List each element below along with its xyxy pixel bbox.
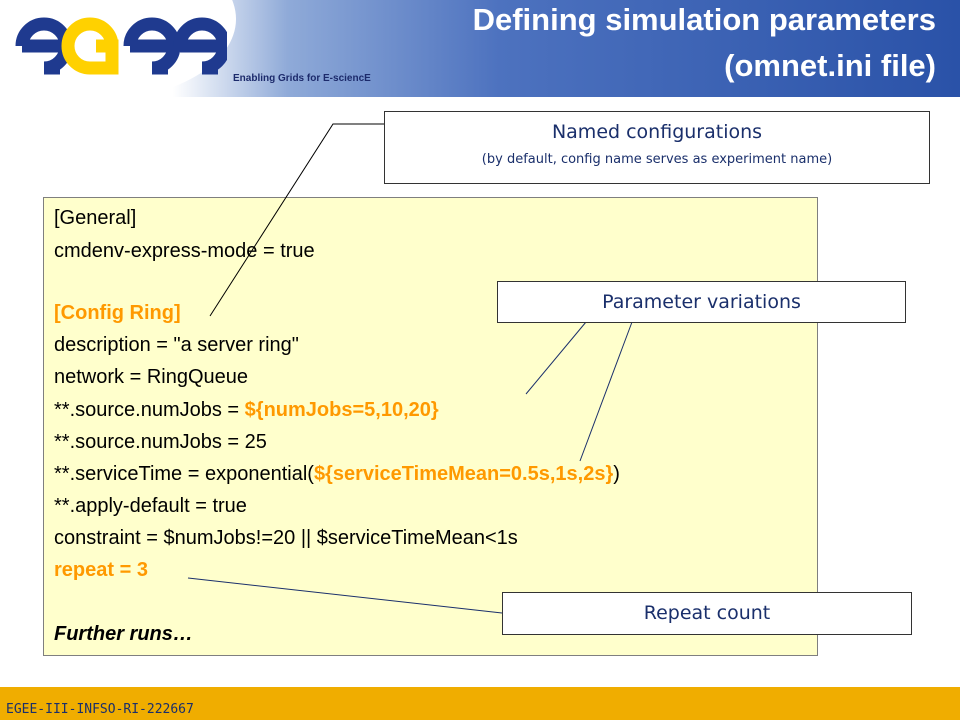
slide-title-line-2: (omnet.ini file): [724, 48, 936, 83]
tagline: Enabling Grids for E-sciencE: [233, 73, 371, 84]
callout-param-label: Parameter variations: [602, 291, 801, 313]
header-banner: Enabling Grids for E-sciencE Defining si…: [0, 0, 960, 100]
connector-param-servicetime: [579, 321, 633, 462]
callout-parameter-variations: Parameter variations: [497, 281, 906, 323]
code-line-express-mode: cmdenv-express-mode = true: [54, 240, 315, 262]
egee-logo-icon: [15, 17, 227, 75]
slide-title-line-1: Defining simulation parameters: [472, 2, 936, 37]
callout-named-configurations: Named configurations (by default, config…: [384, 111, 930, 184]
footer-bar: EGEE-III-INFSO-RI-222667: [0, 687, 960, 720]
code-highlight-service-time: ${serviceTimeMean=0.5s,1s,2s}: [313, 463, 614, 485]
connector-param-numjobs: [525, 321, 587, 395]
connector-repeat: [187, 577, 503, 614]
code-text: ): [613, 463, 620, 485]
callout-repeat-label: Repeat count: [643, 602, 771, 624]
code-line-numjobs-variation: **.source.numJobs = ${numJobs=5,10,20}: [54, 399, 439, 422]
footer-project-id: EGEE-III-INFSO-RI-222667: [6, 702, 194, 717]
code-line-config-ring: [Config Ring]: [54, 302, 181, 324]
code-line-further-runs: Further runs…: [54, 623, 193, 645]
code-line-description: description = "a server ring": [54, 334, 299, 356]
code-line-constraint: constraint = $numJobs!=20 || $serviceTim…: [54, 527, 518, 549]
code-text: **.source.numJobs =: [54, 399, 245, 421]
code-line-repeat: repeat = 3: [54, 559, 148, 581]
callout-named-subtitle: (by default, config name serves as exper…: [481, 152, 833, 167]
code-text: **.serviceTime = exponential(: [54, 463, 314, 485]
connector-named-config: [209, 123, 384, 317]
callout-repeat-count: Repeat count: [502, 592, 912, 635]
config-code-box: [General] cmdenv-express-mode = true [Co…: [43, 197, 818, 656]
code-line-network: network = RingQueue: [54, 366, 249, 388]
code-highlight-numjobs: ${numJobs=5,10,20}: [244, 399, 439, 421]
code-line-general: [General]: [54, 207, 137, 229]
callout-named-title: Named configurations: [551, 121, 763, 143]
code-line-numjobs-fixed: **.source.numJobs = 25: [54, 431, 267, 453]
code-line-service-time: **.serviceTime = exponential(${serviceTi…: [54, 463, 620, 486]
code-line-apply-default: **.apply-default = true: [54, 495, 247, 517]
